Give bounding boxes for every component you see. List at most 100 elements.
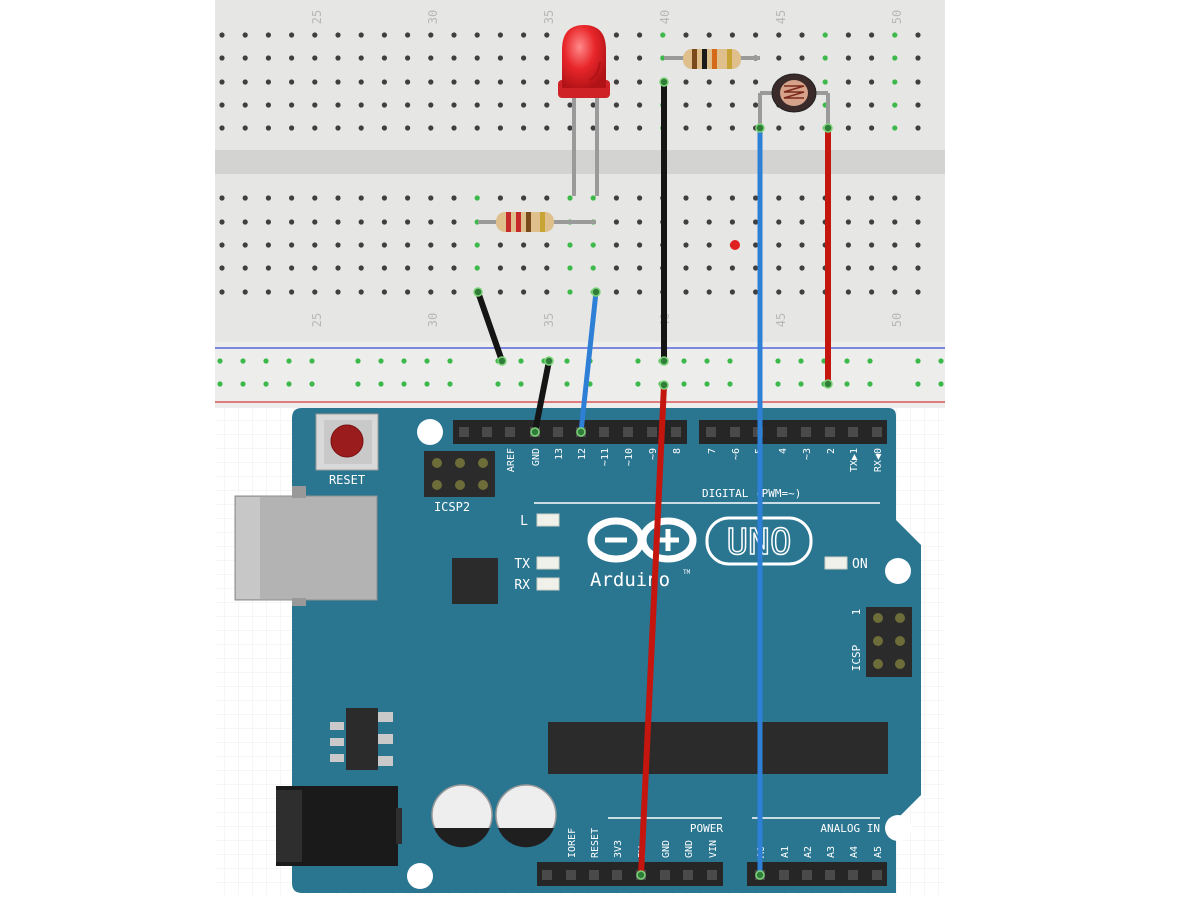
digital-pin[interactable] bbox=[459, 427, 469, 437]
breadboard-hole bbox=[451, 242, 457, 248]
digital-pin[interactable] bbox=[623, 427, 633, 437]
mount-hole bbox=[417, 419, 443, 445]
power-rail-hole bbox=[564, 358, 570, 364]
breadboard-hole bbox=[358, 125, 364, 131]
power-pin[interactable] bbox=[542, 870, 552, 880]
breadboard-hole bbox=[567, 265, 573, 271]
digital-pin[interactable] bbox=[848, 427, 858, 437]
power-pin[interactable] bbox=[566, 870, 576, 880]
breadboard-hole bbox=[590, 242, 596, 248]
photoresistor bbox=[758, 73, 830, 128]
breadboard-hole bbox=[544, 32, 550, 38]
breadboard-hole bbox=[637, 265, 643, 271]
digital-pin[interactable] bbox=[505, 427, 515, 437]
power-rail-hole bbox=[355, 358, 361, 364]
power-rail-hole bbox=[401, 358, 407, 364]
red-led bbox=[558, 25, 610, 196]
breadboard-hole bbox=[265, 32, 271, 38]
power-rail-hole bbox=[263, 381, 269, 387]
breadboard-hole bbox=[729, 289, 736, 295]
breadboard-hole bbox=[892, 79, 898, 85]
breadboard-hole bbox=[683, 32, 689, 38]
power-pin[interactable] bbox=[683, 870, 693, 880]
breadboard-hole bbox=[335, 79, 341, 85]
breadboard-hole bbox=[776, 195, 782, 201]
digital-pin[interactable] bbox=[647, 427, 657, 437]
breadboard-hole bbox=[335, 195, 341, 201]
breadboard-hole bbox=[706, 79, 712, 85]
breadboard-hole bbox=[613, 265, 620, 271]
power-rail-hole bbox=[424, 381, 430, 387]
mount-hole bbox=[885, 558, 911, 584]
breadboard-hole bbox=[637, 125, 643, 131]
breadboard-hole bbox=[405, 219, 411, 225]
power-rail-hole bbox=[798, 381, 804, 387]
digital-pin[interactable] bbox=[777, 427, 787, 437]
power-rail-hole bbox=[867, 358, 873, 364]
breadboard-hole bbox=[289, 265, 295, 271]
reset-button[interactable] bbox=[315, 413, 379, 471]
breadboard-hole bbox=[219, 195, 225, 201]
wire-end bbox=[755, 123, 765, 133]
digital-pin[interactable] bbox=[825, 427, 835, 437]
breadboard-hole bbox=[822, 55, 828, 61]
breadboard-hole bbox=[637, 32, 643, 38]
breadboard-hole bbox=[497, 289, 503, 295]
breadboard-hole bbox=[381, 79, 387, 85]
breadboard-hole bbox=[915, 219, 921, 225]
breadboard-hole bbox=[265, 265, 271, 271]
digital-pin[interactable] bbox=[730, 427, 740, 437]
analog-pin[interactable] bbox=[779, 870, 789, 880]
breadboard-hole bbox=[289, 242, 295, 248]
breadboard-hole bbox=[289, 219, 295, 225]
breadboard-hole bbox=[892, 242, 898, 248]
digital-pin[interactable] bbox=[482, 427, 492, 437]
breadboard-hole bbox=[521, 32, 527, 38]
breadboard-hole bbox=[497, 32, 503, 38]
led-tx bbox=[536, 556, 560, 570]
breadboard-hole bbox=[869, 102, 875, 108]
breadboard-hole bbox=[381, 32, 387, 38]
analog-pin[interactable] bbox=[802, 870, 812, 880]
power-pin[interactable] bbox=[660, 870, 670, 880]
digital-pin[interactable] bbox=[801, 427, 811, 437]
digital-pin[interactable] bbox=[553, 427, 563, 437]
breadboard-hole bbox=[729, 195, 736, 201]
power-rail-hole bbox=[704, 381, 710, 387]
breadboard-hole bbox=[915, 125, 921, 131]
breadboard-hole bbox=[776, 289, 782, 295]
power-rail-hole bbox=[355, 381, 361, 387]
brand-trademark: TM bbox=[683, 569, 691, 576]
breadboard-hole bbox=[381, 102, 387, 108]
breadboard-hole bbox=[219, 242, 225, 248]
wire-end bbox=[636, 870, 646, 880]
analog-pin[interactable] bbox=[825, 870, 835, 880]
power-pin[interactable] bbox=[707, 870, 717, 880]
digital-label: DIGITAL (PWM=~) bbox=[702, 487, 801, 500]
power-pin[interactable] bbox=[589, 870, 599, 880]
pin-labels: AREFGND1312~11~10~987~6~54~32TX▶1RX◀0IOR… bbox=[506, 448, 884, 858]
wire-blue-pin12 bbox=[578, 289, 599, 435]
breadboard-hole bbox=[521, 289, 527, 295]
digital-pin[interactable] bbox=[599, 427, 609, 437]
breadboard-hole bbox=[428, 79, 434, 85]
digital-pin[interactable] bbox=[706, 427, 716, 437]
power-pin[interactable] bbox=[612, 870, 622, 880]
digital-pin[interactable] bbox=[671, 427, 681, 437]
breadboard-hole bbox=[312, 289, 318, 295]
breadboard-hole bbox=[892, 102, 898, 108]
breadboard-hole bbox=[729, 102, 736, 108]
breadboard-hole bbox=[405, 32, 411, 38]
resistor-220 bbox=[478, 212, 596, 232]
breadboard-hole bbox=[381, 195, 387, 201]
breadboard-hole bbox=[521, 55, 527, 61]
analog-pin[interactable] bbox=[872, 870, 882, 880]
breadboard-hole bbox=[753, 242, 759, 248]
breadboard-hole bbox=[660, 32, 666, 38]
digital-pin[interactable] bbox=[872, 427, 882, 437]
analog-pin[interactable] bbox=[848, 870, 858, 880]
breadboard-hole bbox=[312, 55, 318, 61]
icsp2-pin bbox=[478, 458, 488, 468]
breadboard-hole bbox=[474, 242, 480, 248]
breadboard-hole bbox=[335, 242, 341, 248]
